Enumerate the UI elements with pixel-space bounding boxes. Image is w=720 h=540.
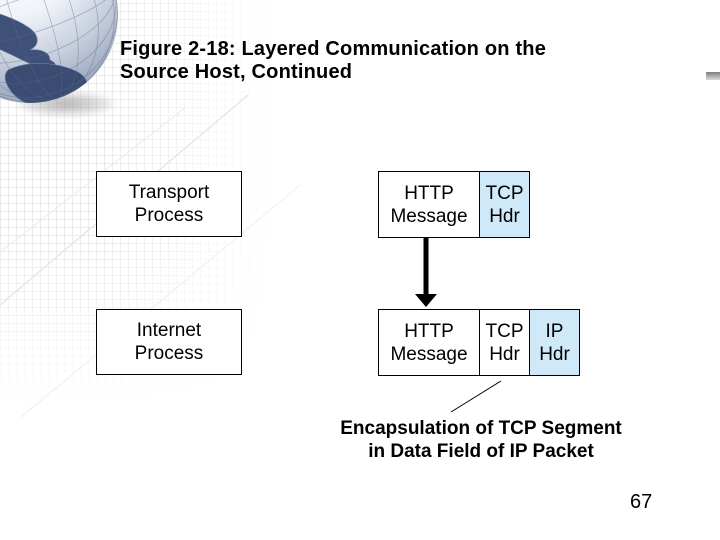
segment-http-message-top: HTTP Message [378,171,480,238]
internet-process-label-line2: Process [134,343,204,364]
down-arrow-icon [415,237,437,307]
ip-label-line1: IP [545,320,564,342]
segment-tcp-hdr-bottom: TCP Hdr [480,309,530,376]
page-number: 67 [630,491,653,513]
tcp-label-line1: TCP [485,320,524,342]
segment-http-message-bottom: HTTP Message [378,309,480,376]
segment-ip-hdr: IP Hdr [530,309,580,376]
caption-line2: in Data Field of IP Packet [368,441,594,462]
http-label-line1: HTTP [404,182,454,204]
http-label-line2: Message [390,343,468,365]
globe-icon [0,0,124,119]
caption-line1: Encapsulation of TCP Segment [340,418,622,439]
pointer-line [450,380,502,413]
pdu-row-transport: HTTP Message TCP Hdr [378,171,530,238]
http-label-line2: Message [390,205,468,227]
internet-process-box: Internet Process [96,309,242,375]
pdu-row-internet: HTTP Message TCP Hdr IP Hdr [378,309,580,376]
tcp-label-line2: Hdr [489,205,520,227]
right-edge-dash [706,72,720,80]
tcp-label-line2: Hdr [489,343,520,365]
transport-process-box: Transport Process [96,171,242,237]
transport-process-label-line1: Transport [128,182,210,203]
tcp-label-line1: TCP [485,182,524,204]
transport-process-label-line2: Process [134,205,204,226]
slide-title-line2: Source Host, Continued [120,61,353,83]
ip-label-line2: Hdr [539,343,570,365]
caption: Encapsulation of TCP Segment in Data Fie… [321,417,641,463]
slide-title: Figure 2-18: Layered Communication on th… [120,38,546,84]
http-label-line1: HTTP [404,320,454,342]
internet-process-label-line1: Internet [136,320,202,341]
segment-tcp-hdr-top: TCP Hdr [480,171,530,238]
slide-title-line1: Figure 2-18: Layered Communication on th… [120,38,547,60]
